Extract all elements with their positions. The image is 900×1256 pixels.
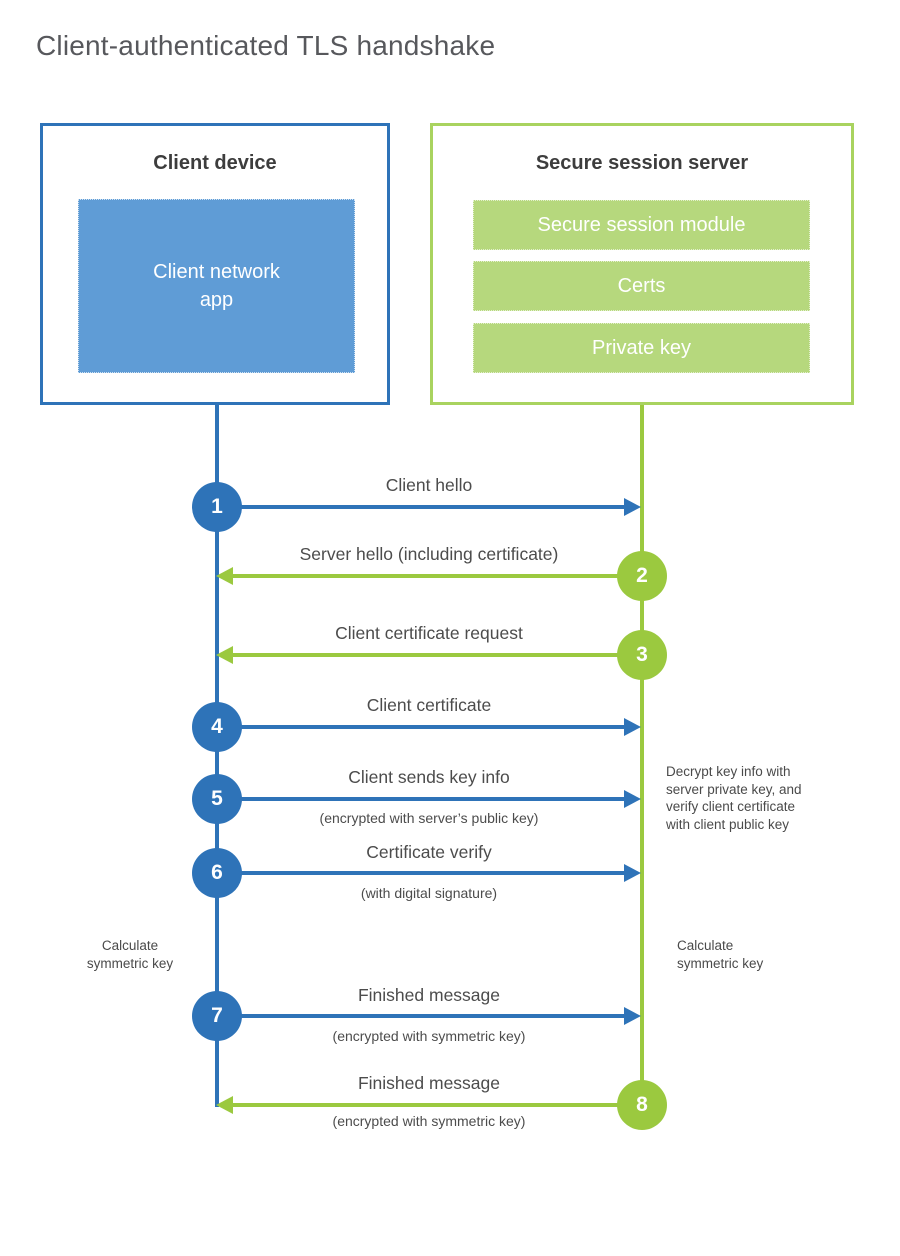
client-device-box: Client device Client network app	[40, 123, 390, 405]
client-network-app-box: Client network app	[78, 199, 355, 373]
step-circle-1: 1	[192, 482, 242, 532]
secure-session-server-title: Secure session server	[535, 152, 749, 174]
message-label: Certificate verify	[366, 842, 492, 862]
step-circle-4: 4	[192, 702, 242, 752]
calculate-symmetric-key-note-server: Calculate symmetric key	[677, 938, 764, 971]
arrow-line	[238, 1014, 630, 1018]
arrow-line	[232, 1103, 620, 1107]
message-subtitle: (encrypted with symmetric key)	[332, 1113, 526, 1129]
message-label: Client hello	[385, 475, 473, 495]
message-subtitle: (with digital signature)	[360, 885, 498, 901]
message-label: Client certificate request	[335, 623, 523, 643]
client-device-title: Client device	[153, 152, 277, 174]
step-circle-8: 8	[617, 1080, 667, 1130]
step-circle-6: 6	[192, 848, 242, 898]
client-lifeline	[215, 405, 219, 1107]
arrow-left-icon	[216, 1096, 233, 1114]
arrow-right-icon	[624, 864, 641, 882]
server-module-private-key: Private key	[473, 323, 810, 373]
page-title: Client-authenticated TLS handshake	[36, 30, 496, 61]
arrow-right-icon	[624, 790, 641, 808]
decrypt-key-note: Decrypt key info with server private key…	[666, 764, 802, 832]
step-circle-2: 2	[617, 551, 667, 601]
arrow-line	[238, 797, 630, 801]
step-circle-3: 3	[617, 630, 667, 680]
message-label: Finished message	[357, 1073, 501, 1093]
step-circle-5: 5	[192, 774, 242, 824]
message-label: Client certificate	[366, 695, 492, 715]
message-label: Client sends key info	[348, 767, 510, 787]
arrow-right-icon	[624, 1007, 641, 1025]
server-module-secure-session: Secure session module	[473, 200, 810, 250]
arrow-line	[238, 505, 630, 509]
step-circle-7: 7	[192, 991, 242, 1041]
message-subtitle: (encrypted with symmetric key)	[332, 1028, 526, 1044]
arrow-line	[232, 574, 620, 578]
arrow-left-icon	[216, 646, 233, 664]
message-subtitle: (encrypted with server’s public key)	[319, 810, 539, 826]
arrow-line	[232, 653, 620, 657]
secure-session-server-box: Secure session server Secure session mod…	[430, 123, 854, 405]
arrow-right-icon	[624, 498, 641, 516]
message-label: Finished message	[357, 985, 501, 1005]
server-lifeline	[640, 405, 644, 1105]
arrow-left-icon	[216, 567, 233, 585]
arrow-line	[238, 725, 630, 729]
message-label: Server hello (including certificate)	[299, 544, 559, 564]
arrow-right-icon	[624, 718, 641, 736]
calculate-symmetric-key-note-client: Calculate symmetric key	[86, 938, 174, 971]
arrow-line	[238, 871, 630, 875]
server-module-certs: Certs	[473, 261, 810, 311]
